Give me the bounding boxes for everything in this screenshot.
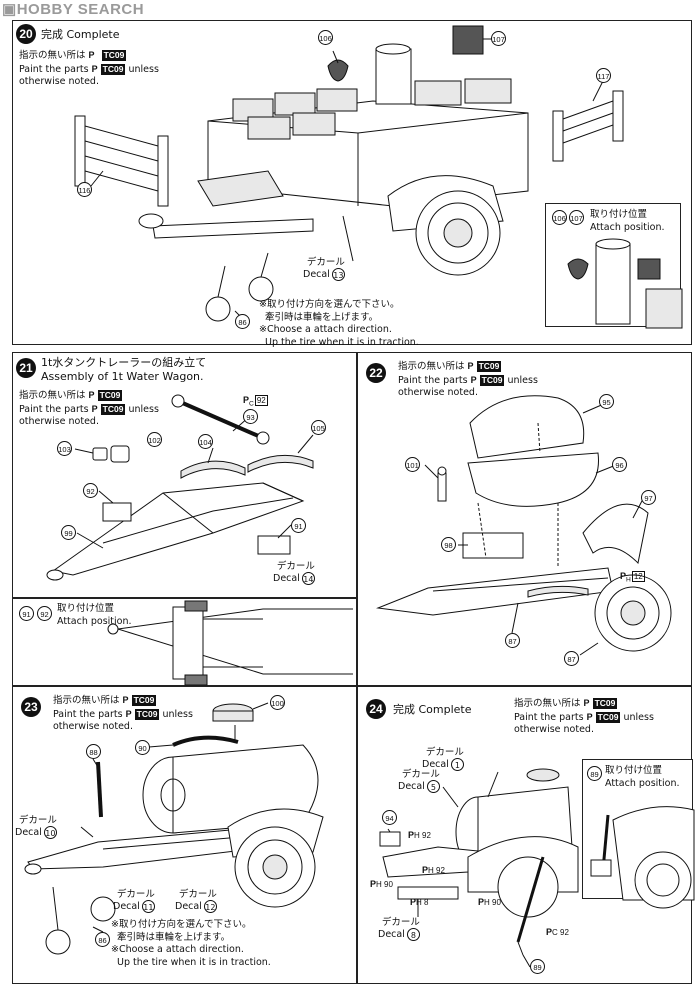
step-23-panel: 23 指示の無い所は P TC09 Paint the parts P TC09… [12,686,357,984]
part-107-inset: 107 [569,210,584,225]
part-101: 101 [405,457,420,472]
part-98: 98 [441,537,456,552]
paint-note: 指示の無い所は P TC09 Paint the parts P TC09 un… [19,390,159,427]
step-24-panel: 24 完成 Complete 指示の無い所は P TC09 Paint the … [357,686,695,984]
part-102: 102 [147,432,162,447]
part-91: 91 [291,518,306,533]
attach-inset-illustration [590,806,695,909]
part-95: 95 [599,394,614,409]
part-100: 100 [270,695,285,710]
part-105: 105 [311,420,326,435]
part-106-inset: 106 [552,210,567,225]
ref-h90-b: PH 90 [478,897,501,907]
part-107: 107 [491,31,506,46]
step-21-illustration [46,394,314,581]
step-number: 21 [16,358,36,378]
step-22-illustration [376,395,672,656]
part-86: 86 [95,932,110,947]
step-22-panel: 22 指示の無い所は P TC09 Paint the parts P TC09… [357,352,692,686]
part-90: 90 [135,740,150,755]
paint-note: 指示の無い所は P TC09 Paint the parts P TC09 un… [53,695,193,732]
step-20-panel: 20 完成 Complete 指示の無い所は P TC09 Paint the … [12,20,692,348]
part-88: 88 [86,744,101,759]
step-20-illustration [74,25,624,322]
step-number: 23 [21,697,41,717]
ref-h8: PH 8 [410,897,429,907]
step-23-illustration [24,702,324,955]
part-92: 92 [83,483,98,498]
ref-c92: PC 92 [546,927,569,937]
part-99: 99 [61,525,76,540]
attach-inset-illustration [567,238,683,329]
part-116: 116 [77,182,92,197]
step-title: 完成 Complete [41,28,120,41]
direction-note: ※取り付け方向を選んで下さい。 牽引時は車輪を上げます。 ※Choose a a… [259,299,419,348]
part-86: 86 [235,314,250,329]
part-103: 103 [57,441,72,456]
part-91-attach: 91 [19,606,34,621]
ref-h92-a: PH 92 [408,830,431,840]
part-96: 96 [612,457,627,472]
part-93: 93 [243,409,258,424]
part-117: 117 [596,68,611,83]
ref-h90-a: PH 90 [370,879,393,889]
part-94: 94 [382,810,397,825]
direction-note: ※取り付け方向を選んで下さい。 牽引時は車輪を上げます。 ※Choose a a… [111,919,271,968]
part-87-chassis: 87 [505,633,520,648]
paint-note: 指示の無い所は P TC09 Paint the parts P TC09 un… [514,698,654,735]
step-number: 24 [366,699,386,719]
ref-h92-b: PH 92 [422,865,445,875]
step-24-illustration [379,768,579,968]
attach-91-92-illustration [107,600,353,686]
part-89-inset: 89 [587,766,602,781]
part-92-attach: 92 [37,606,52,621]
step-number: 22 [366,363,386,383]
part-104: 104 [198,434,213,449]
paint-note: 指示の無い所は P TC09 Paint the parts P TC09 un… [19,50,159,87]
step-title: 完成 Complete [393,703,472,716]
step-number: 20 [16,24,36,44]
part-89: 89 [530,959,545,974]
part-97: 97 [641,490,656,505]
watermark: ▣HOBBY SEARCH [2,1,145,18]
part-87-wheel: 87 [564,651,579,666]
paint-note: 指示の無い所は P TC09 Paint the parts P TC09 un… [398,361,538,398]
part-106: 106 [318,30,333,45]
